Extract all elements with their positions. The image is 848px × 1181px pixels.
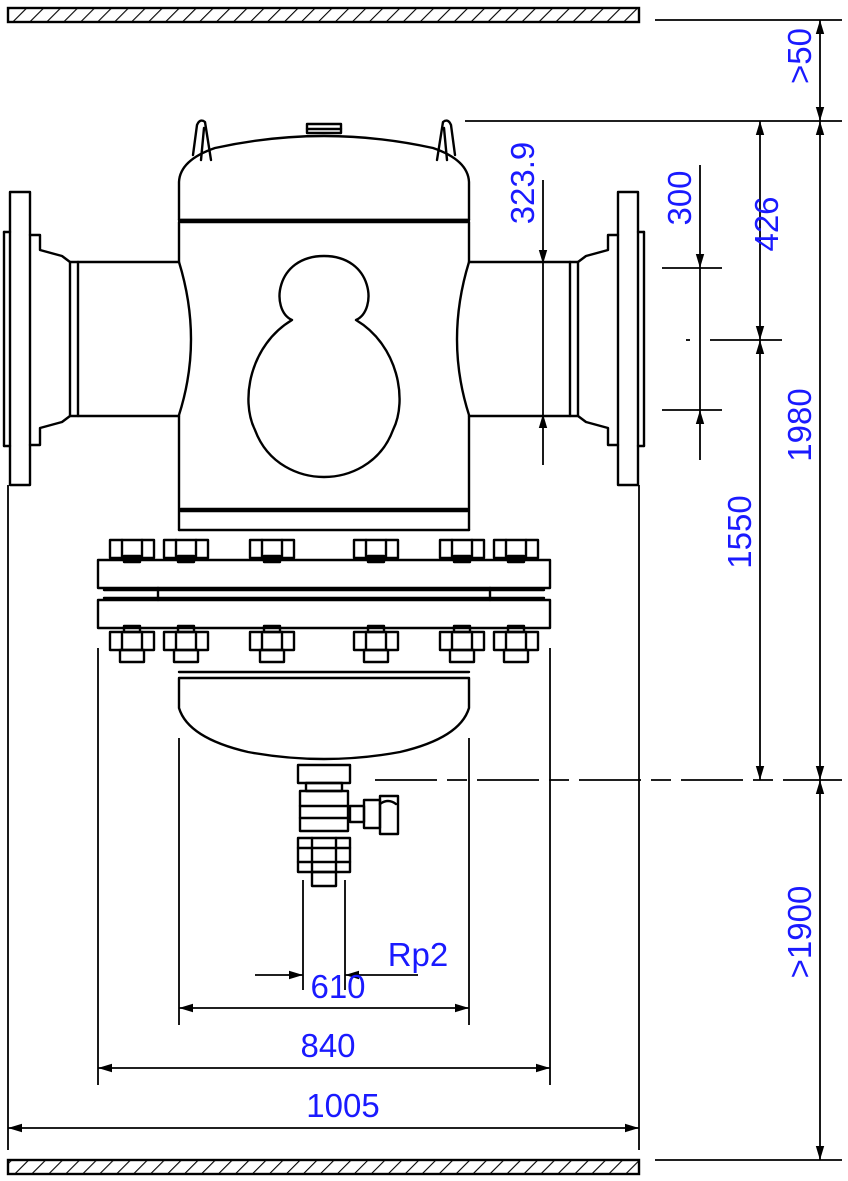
- dim-total-height: 1980: [781, 388, 818, 461]
- extension-lines: [7, 19, 842, 1161]
- dim-drain-connection: Rp2: [388, 936, 449, 973]
- dim-width-1005: 1005: [306, 1087, 379, 1124]
- vertical-dimension-lines: [538, 20, 825, 1160]
- dim-width-840: 840: [300, 1027, 355, 1064]
- dim-top-to-nozzle: 426: [748, 196, 785, 251]
- dim-bottom-clearance: >1900: [781, 886, 818, 979]
- separator-vessel: [2, 119, 646, 888]
- dim-nozzle-offset: 300: [661, 170, 698, 225]
- bolts-top-row: [108, 538, 540, 564]
- horizontal-dimension-lines: [8, 880, 639, 1133]
- ceiling-slab: [6, 6, 641, 24]
- floor-slab: [6, 1158, 641, 1176]
- dim-inlet-diameter: 323.9: [504, 142, 541, 225]
- dim-top-clearance: >50: [781, 28, 818, 84]
- dim-nozzle-height: 1550: [721, 495, 758, 568]
- bolts-bottom-row: [108, 624, 540, 664]
- dim-width-610: 610: [310, 968, 365, 1005]
